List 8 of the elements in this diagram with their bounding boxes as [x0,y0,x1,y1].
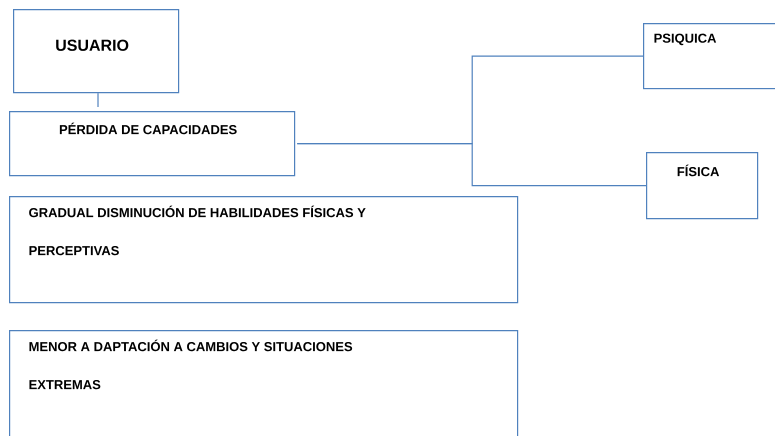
text-box: MENOR A DAPTACIÓN A CAMBIOS Y SITUACIONES EXTREMAS [9,330,518,436]
connector-line [97,93,99,107]
text-box: PÉRDIDA DE CAPACIDADES [9,111,296,176]
text-box: PSIQUICA [643,23,775,90]
text-box: FÍSICA [646,152,758,220]
connector-line [297,143,646,186]
text-box: USUARIO [13,9,180,94]
text-box: GRADUAL DISMINUCIÓN DE HABILIDADES FÍSICAS Y PERCEPTIVAS [9,196,518,304]
